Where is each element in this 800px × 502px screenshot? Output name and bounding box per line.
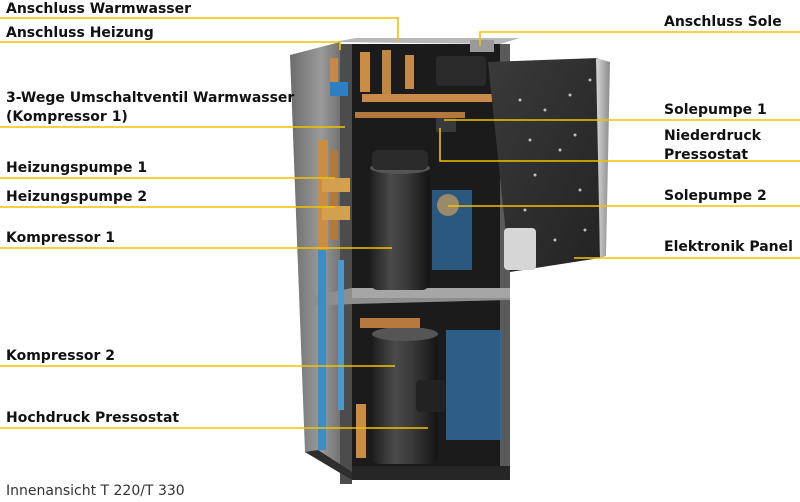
- leader-anschluss-heizung: [0, 41, 341, 50]
- label-heizungspumpe-1: Heizungspumpe 1: [6, 160, 148, 176]
- leader-anschluss-sole: [479, 31, 800, 46]
- electronics-panel-door: [488, 58, 610, 272]
- heizungspumpe-1-body: [322, 178, 350, 192]
- hochdruck-pressostat-body: [416, 380, 446, 412]
- label-elektronik-panel: Elektronik Panel: [664, 239, 793, 255]
- solepumpe-2-body: [437, 194, 459, 216]
- solepumpe-1-body: [436, 118, 456, 132]
- label-kompressor-2: Kompressor 2: [6, 348, 116, 364]
- compressor-2-unit: [356, 318, 502, 464]
- label-anschluss-heizung: Anschluss Heizung: [6, 25, 154, 41]
- label-hochdruck-pressostat: Hochdruck Pressostat: [6, 410, 180, 426]
- label-heizungspumpe-2: Heizungspumpe 2: [6, 189, 148, 205]
- valve-actuator: [330, 82, 348, 96]
- label-solepumpe-2: Solepumpe 2: [664, 188, 767, 204]
- label-solepumpe-1: Solepumpe 1: [664, 102, 767, 118]
- leader-niederdruck-pressostat: [439, 128, 800, 162]
- label-umschaltventil-line1: 3-Wege Umschaltventil Warmwasser: [6, 90, 295, 106]
- label-kompressor-1: Kompressor 1: [6, 230, 116, 246]
- sole-connection-fitting: [470, 40, 494, 52]
- pipe-connections: [318, 40, 494, 450]
- caption: Innenansicht T 220/T 330: [6, 483, 185, 499]
- label-niederdruck-pressostat-line1: Niederdruck: [664, 128, 761, 144]
- cable-terminal: [504, 228, 536, 270]
- label-anschluss-sole: Anschluss Sole: [664, 14, 782, 30]
- leader-anschluss-warmwasser: [0, 17, 399, 42]
- heizungspumpe-2-body: [322, 206, 350, 220]
- label-umschaltventil-line2: (Kompressor 1): [6, 109, 128, 125]
- label-anschluss-warmwasser: Anschluss Warmwasser: [6, 1, 192, 17]
- compressor-1-unit: [370, 118, 472, 290]
- label-niederdruck-pressostat-line2: Pressostat: [664, 147, 749, 163]
- leader-lines: [0, 17, 800, 429]
